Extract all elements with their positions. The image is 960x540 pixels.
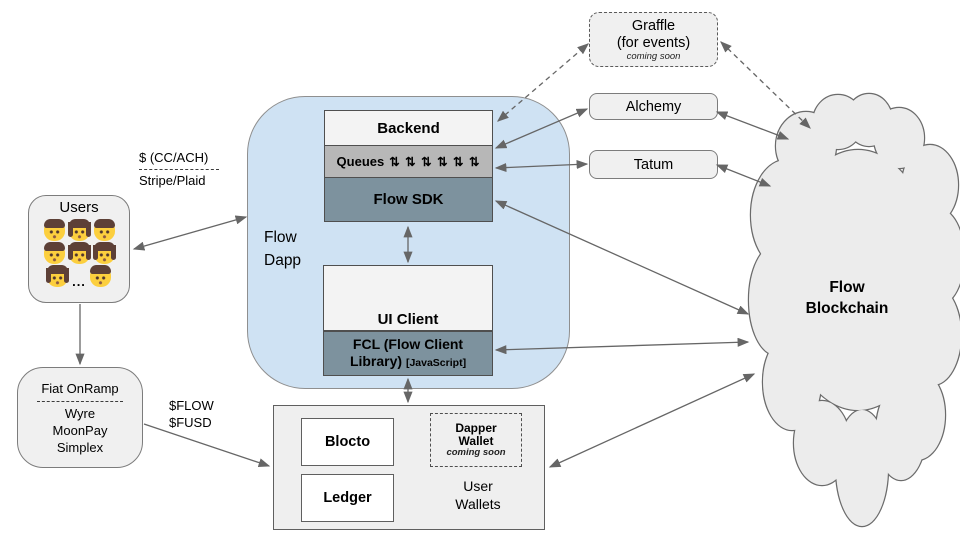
graffle-coming-soon-label: coming soon xyxy=(626,50,681,62)
arrow-wallets-cloud xyxy=(548,373,756,468)
fiat-onramp-label: Fiat OnRamp xyxy=(41,380,119,396)
flow-dapp-label: Flow Dapp xyxy=(264,226,301,272)
man-emoji-icon xyxy=(43,242,65,264)
queues-node: Queues ⇅ ⇅ ⇅ ⇅ ⇅ ⇅ xyxy=(324,144,493,179)
fiat-provider-moonpay: MoonPay xyxy=(52,422,108,438)
arrow-users-dapp xyxy=(132,215,248,251)
cc-ach-label: $ (CC/ACH) xyxy=(139,150,209,165)
backend-node: Backend xyxy=(324,110,493,146)
fcl-label: FCL (Flow Client Library) [JavaScript] xyxy=(349,335,467,369)
blocto-label: Blocto xyxy=(324,434,371,450)
users-face-row xyxy=(43,242,115,264)
dapper-coming-soon-label: coming soon xyxy=(446,447,506,458)
payment-edge-label: $ (CC/ACH) Stripe/Plaid xyxy=(139,149,223,189)
graffle-subtitle: (for events) xyxy=(616,34,691,51)
dapper-wallet-label-line1: Dapper xyxy=(455,421,497,435)
fiat-divider xyxy=(37,400,123,402)
man-emoji-icon xyxy=(43,219,65,241)
token-edge-label: $FLOW $FUSD xyxy=(169,397,214,431)
flow-dapp-label-line1: Flow xyxy=(264,229,297,246)
flow-blockchain-label: Flow Blockchain xyxy=(805,279,889,317)
cc-ach-divider xyxy=(139,169,219,170)
users-label: Users xyxy=(59,199,99,216)
arrow-alchemy-cloud xyxy=(715,111,790,140)
dapper-wallet-label-line2: Wallet xyxy=(458,434,494,448)
fusd-token-label: $FUSD xyxy=(169,415,212,430)
fiat-provider-simplex: Simplex xyxy=(56,439,104,455)
stripe-plaid-label: Stripe/Plaid xyxy=(139,173,206,188)
graffle-label: Graffle xyxy=(631,17,676,34)
alchemy-node: Alchemy xyxy=(589,93,718,120)
users-face-row: ... xyxy=(44,265,115,289)
arrow-graffle-cloud xyxy=(720,41,811,129)
ellipsis-label: ... xyxy=(72,274,86,289)
users-node: Users ... xyxy=(28,195,130,303)
user-wallets-label: User Wallets xyxy=(455,478,501,512)
ui-client-node: UI Client xyxy=(323,265,493,331)
fiat-provider-wyre: Wyre xyxy=(64,405,96,421)
man-emoji-icon xyxy=(89,265,111,287)
flow-sdk-label: Flow SDK xyxy=(373,191,444,208)
ui-client-label: UI Client xyxy=(377,311,439,328)
graffle-node: Graffle (for events) coming soon xyxy=(589,12,718,67)
queues-label: Queues xyxy=(336,154,385,169)
fcl-javascript-label: [JavaScript] xyxy=(405,356,467,369)
man-emoji-icon xyxy=(93,219,115,241)
blocto-node: Blocto xyxy=(301,418,394,466)
woman-emoji-icon xyxy=(67,242,90,264)
ledger-label: Ledger xyxy=(323,490,372,506)
queue-arrows-icon: ⇅ ⇅ ⇅ ⇅ ⇅ ⇅ xyxy=(389,155,481,169)
woman-emoji-icon xyxy=(46,265,69,287)
fcl-node: FCL (Flow Client Library) [JavaScript] xyxy=(323,331,493,376)
users-faces: ... xyxy=(43,218,115,289)
woman-emoji-icon xyxy=(67,219,90,241)
tatum-node: Tatum xyxy=(589,150,718,179)
fiat-onramp-node: Fiat OnRamp Wyre MoonPay Simplex xyxy=(17,367,143,468)
flow-sdk-node: Flow SDK xyxy=(324,177,493,222)
backend-label: Backend xyxy=(377,119,440,137)
tatum-label: Tatum xyxy=(633,156,674,173)
woman-emoji-icon xyxy=(92,242,115,264)
alchemy-label: Alchemy xyxy=(625,98,682,115)
users-face-row xyxy=(43,219,115,241)
flow-dapp-label-line2: Dapp xyxy=(264,252,302,269)
arrow-tatum-cloud xyxy=(715,164,772,187)
flow-token-label: $FLOW xyxy=(169,398,214,413)
ledger-node: Ledger xyxy=(301,474,394,522)
dapper-wallet-node: Dapper Wallet coming soon xyxy=(430,413,522,467)
